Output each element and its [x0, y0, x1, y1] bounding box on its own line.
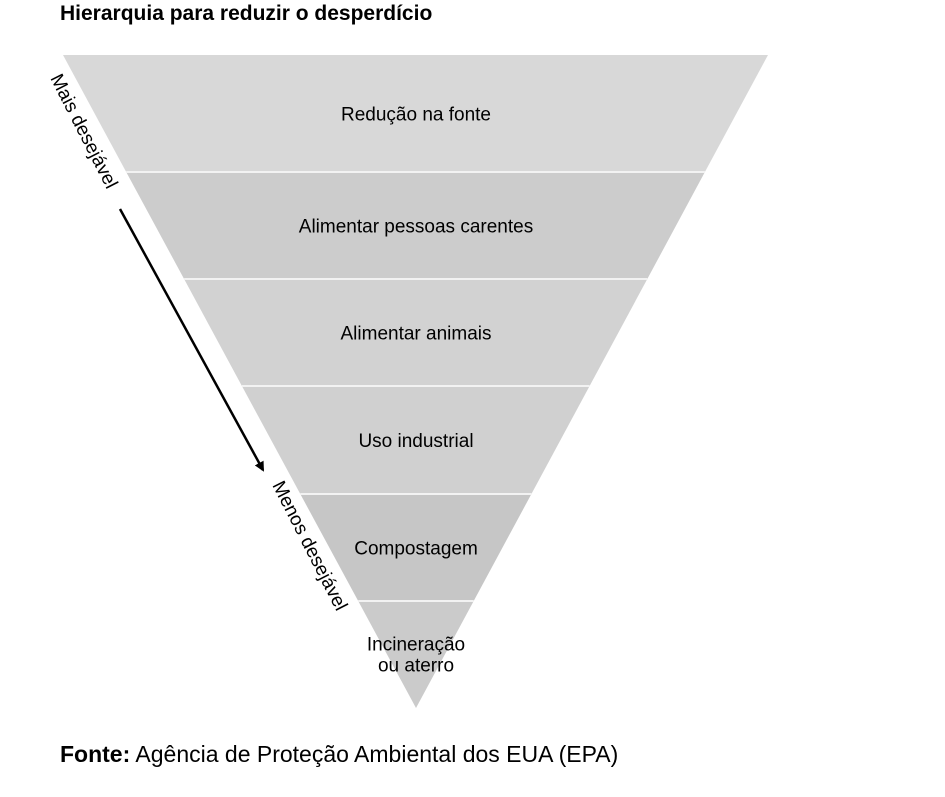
source-text: Agência de Proteção Ambiental dos EUA (E… — [135, 741, 619, 767]
level-label-1: Redução na fonte — [341, 105, 491, 126]
level-band-4 — [241, 386, 590, 494]
level-label-4: Uso industrial — [358, 431, 473, 452]
level-band-3 — [184, 279, 648, 386]
diagram-title: Hierarquia para reduzir o desperdício — [60, 2, 433, 25]
source-prefix: Fonte: — [60, 741, 131, 767]
pyramid-levels — [63, 55, 768, 708]
level-band-6 — [358, 601, 474, 708]
level-label-5: Compostagem — [354, 539, 478, 560]
level-band-1 — [63, 55, 768, 172]
desirability-arrow — [118, 208, 265, 472]
level-band-2 — [126, 172, 705, 279]
level-band-5 — [300, 494, 532, 601]
level-label-2: Alimentar pessoas carentes — [299, 217, 533, 238]
pyramid-separators — [126, 171, 705, 602]
source-note: Fonte: Agência de Proteção Ambiental dos… — [60, 741, 618, 768]
level-label-3: Alimentar animais — [341, 324, 492, 345]
